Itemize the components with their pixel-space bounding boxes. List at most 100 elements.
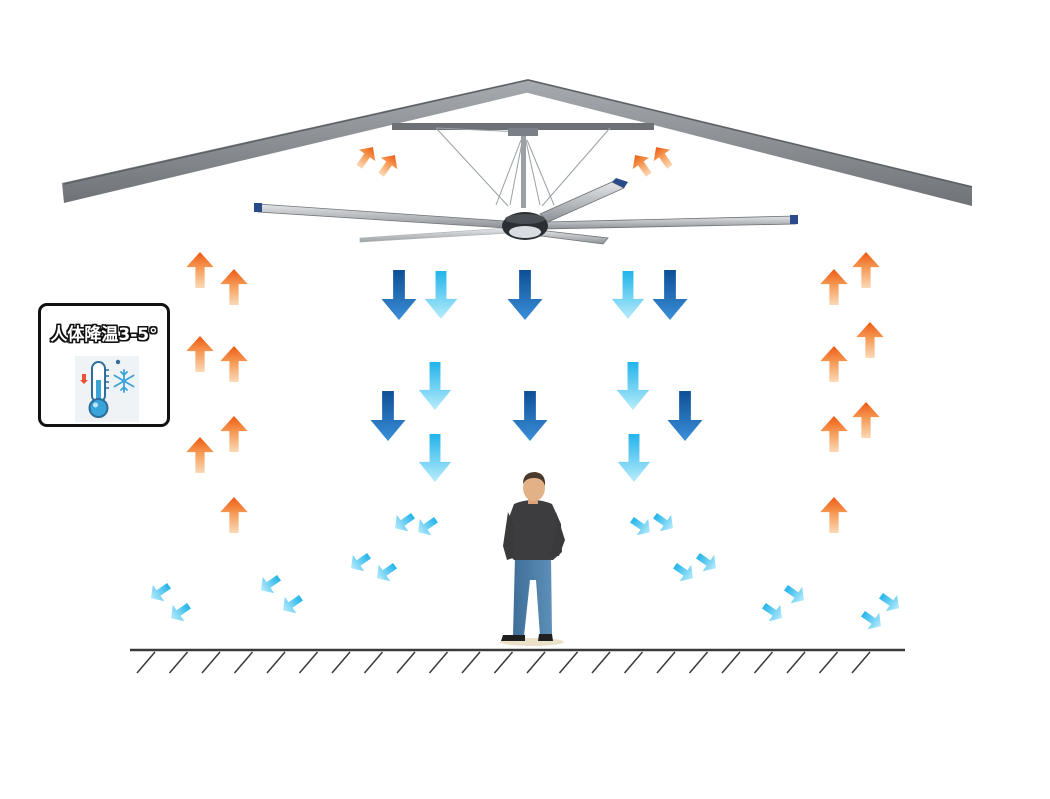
warm-up-arrow-icon xyxy=(820,416,848,452)
cross-beam xyxy=(392,123,654,130)
diagonal-arrow-icon xyxy=(282,594,303,614)
cool-down-arrow-icon xyxy=(652,270,688,320)
warm-up-arrow-icon xyxy=(632,155,652,177)
diagonal-arrow-icon xyxy=(696,552,717,572)
warm-up-arrow-icon xyxy=(378,155,398,177)
ground-hatch-line xyxy=(688,651,709,674)
cool-down-arrow-icon xyxy=(370,391,406,441)
ground-hatch-line xyxy=(461,651,481,674)
ground-hatch-line xyxy=(136,651,156,674)
down-arrow-icon xyxy=(80,374,88,384)
diagonal-arrow-icon xyxy=(170,602,191,622)
fan-blade-lower-left xyxy=(359,227,511,243)
warm-up-arrow-icon xyxy=(220,346,248,382)
person-icon xyxy=(500,472,565,646)
ground-hatch-line xyxy=(493,651,514,674)
thermometer-icon xyxy=(88,361,109,418)
badge-title: 人体降温3-5° xyxy=(50,325,158,345)
ground-hatch-line xyxy=(656,651,676,674)
warm-up-arrow-icon xyxy=(220,269,248,305)
person-hair xyxy=(523,472,546,486)
ground-hatch-line xyxy=(721,651,741,674)
roof-right-edge xyxy=(527,79,973,188)
cool-down-arrow-icon xyxy=(507,270,543,320)
ground-hatch-line xyxy=(168,651,189,674)
diagonal-arrow-icon xyxy=(394,512,415,532)
diagonal-arrow-icon xyxy=(150,582,171,602)
warm-up-arrow-icon xyxy=(820,346,848,382)
ceiling-fan-icon xyxy=(254,127,798,245)
ground-hatch-line xyxy=(233,651,254,674)
snowflake-icon xyxy=(113,369,135,393)
diagonal-arrow-icon xyxy=(784,584,805,604)
warm-up-arrow-icon xyxy=(856,322,884,358)
person-shoe-right xyxy=(538,634,553,641)
fan-mount xyxy=(508,128,538,136)
ground-hatch-line xyxy=(526,651,546,674)
diagonal-arrow-icon xyxy=(260,574,281,594)
diagonal-arrow-icon xyxy=(376,562,397,582)
ground-hatch-line xyxy=(558,651,579,674)
diagonal-arrow-icon xyxy=(762,602,783,622)
roof xyxy=(62,79,973,206)
ground-hatch-line xyxy=(331,651,351,674)
cool-down-arrow-icon xyxy=(617,434,651,482)
roof-left-edge xyxy=(63,79,529,185)
warm-up-arrow-icon xyxy=(220,416,248,452)
ground xyxy=(130,648,905,674)
person-legs xyxy=(513,556,552,636)
person-arm-left xyxy=(503,512,514,560)
person-torso xyxy=(506,500,562,560)
cool-down-arrow-icon xyxy=(611,271,645,319)
cool-down-arrow-icon xyxy=(424,271,458,319)
person-head xyxy=(523,475,545,501)
ground-hatch-line xyxy=(266,651,286,674)
cooling-badge: 人体降温3-5° xyxy=(38,303,170,427)
roof-right-beam xyxy=(524,79,972,206)
warm-up-arrow-icon xyxy=(852,252,880,288)
cool-down-arrow-icon xyxy=(616,362,650,410)
ground-hatch-line xyxy=(298,651,319,674)
cool-down-arrow-icon xyxy=(381,270,417,320)
warm-up-arrow-icon xyxy=(186,437,214,473)
ground-hatch-line xyxy=(851,651,871,674)
person-arm-right xyxy=(549,512,565,556)
warm-up-arrow-icon xyxy=(356,147,376,169)
cool-down-arrow-icon xyxy=(418,434,452,482)
diagonal-arrow-icon xyxy=(673,562,694,582)
ground-hatch-line xyxy=(786,651,806,674)
ground-hatch-line xyxy=(623,651,644,674)
ground-hatch-line xyxy=(428,651,449,674)
warm-up-arrow-icon xyxy=(820,497,848,533)
cool-down-arrow-icon xyxy=(512,391,548,441)
cool-down-arrow-icon xyxy=(667,391,703,441)
diagonal-arrow-icon xyxy=(861,610,882,630)
warm-up-arrow-icon xyxy=(186,252,214,288)
ground-hatch-line xyxy=(818,651,839,674)
roof-left-beam xyxy=(62,79,534,203)
diagonal-arrow-icon xyxy=(630,516,651,536)
cool-down-arrow-icon xyxy=(418,362,452,410)
warm-up-arrow-icon xyxy=(852,402,880,438)
ground-hatch-line xyxy=(396,651,416,674)
fan-blade-right xyxy=(544,215,797,230)
ground-hatching xyxy=(136,651,871,674)
ground-hatch-line xyxy=(363,651,384,674)
diagonal-arrow-icon xyxy=(653,512,674,532)
warm-up-arrow-icon xyxy=(820,269,848,305)
warm-up-arrow-icon xyxy=(186,336,214,372)
person-shoe-left xyxy=(501,635,525,641)
warm-up-arrow-icon xyxy=(220,497,248,533)
thermometer-snowflake-icon xyxy=(75,356,139,422)
ground-hatch-line xyxy=(753,651,774,674)
fan-downrod xyxy=(521,136,526,208)
ground-hatch-line xyxy=(201,651,221,674)
fan-blade-left xyxy=(257,203,506,229)
diagonal-arrow-icon xyxy=(417,516,438,536)
diagonal-arrow-icon xyxy=(350,552,371,572)
ground-hatch-line xyxy=(591,651,611,674)
warm-up-arrow-icon xyxy=(653,147,673,169)
airflow-arrows xyxy=(150,147,900,630)
diagonal-arrow-icon xyxy=(879,592,900,612)
